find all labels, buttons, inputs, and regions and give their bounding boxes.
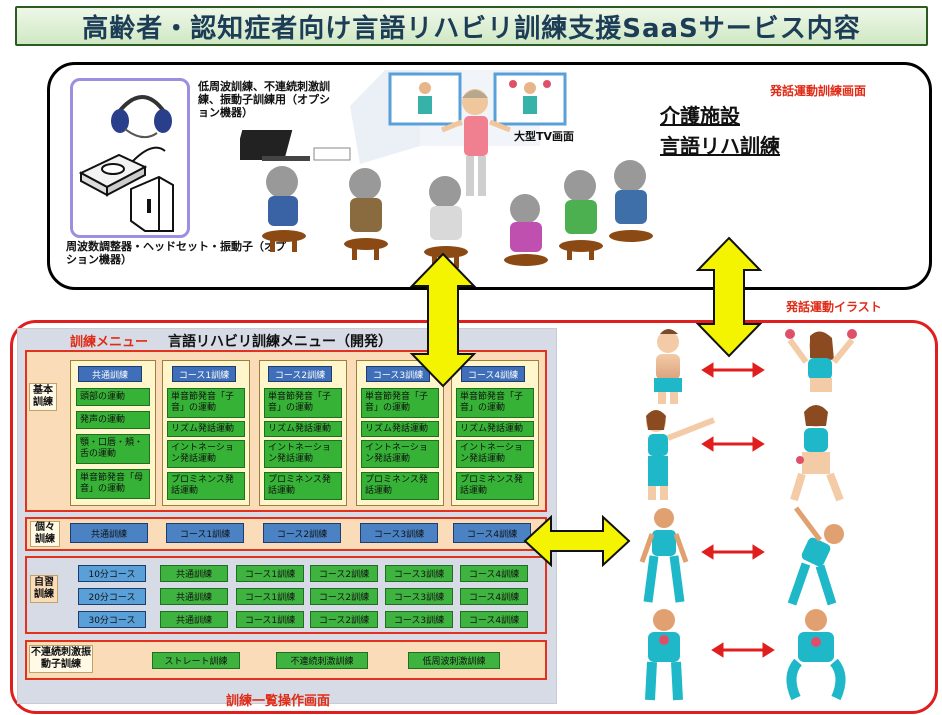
figure-row-4-right-icon — [786, 609, 846, 701]
individual-course-button[interactable]: コース1訓練 — [166, 523, 244, 543]
course-1-header[interactable]: コース1訓練 — [172, 366, 236, 382]
individual-course-button[interactable]: コース3訓練 — [360, 523, 438, 543]
self-course-button[interactable]: コース4訓練 — [460, 588, 528, 605]
self-course-button[interactable]: コース4訓練 — [460, 565, 528, 582]
menu-title: 言語リハビリ訓練メニュー（開発） — [168, 334, 392, 350]
tv-label: 大型TV画面 — [514, 130, 575, 143]
straight-training-button[interactable]: ストレート訓練 — [152, 652, 240, 669]
menu-footer-label: 訓練一覧操作画面 — [226, 694, 331, 709]
course-item-button[interactable]: 単音節発音「子音」の運動 — [361, 388, 439, 418]
common-item-button[interactable]: 発声の運動 — [76, 411, 150, 429]
individual-course-button[interactable]: コース2訓練 — [263, 523, 341, 543]
figure-row-2-left-icon — [646, 410, 716, 500]
participants-icon — [262, 160, 653, 268]
device-box — [70, 78, 190, 238]
stimulation-training-label: 不連続刺激振動子訓練 — [29, 645, 93, 673]
course-item-button[interactable]: 単音節発音「子音」の運動 — [456, 388, 534, 418]
illustration-label: 発話運動イラスト — [786, 300, 882, 314]
self-course-button[interactable]: コース3訓練 — [385, 611, 453, 628]
low-frequency-stim-button[interactable]: 低周波刺激訓練 — [408, 652, 500, 669]
course-item-button[interactable]: イントネーション発話運動 — [361, 440, 439, 468]
figure-row-4-left-icon — [645, 609, 683, 701]
page-title: 高齢者・認知症者向け言語リハビリ訓練支援SaaSサービス内容 — [15, 6, 928, 46]
self-course-button[interactable]: 共通訓練 — [160, 565, 228, 582]
course-item-button[interactable]: リズム発話運動 — [167, 421, 245, 437]
course-item-button[interactable]: 単音節発音「子音」の運動 — [167, 388, 245, 418]
figure-row-3-right-icon — [787, 506, 844, 606]
rehab-heading: 言語リハ訓練 — [660, 134, 780, 158]
speech-training-screen-label: 発話運動訓練画面 — [770, 84, 867, 98]
figure-row-1-left-icon — [654, 329, 682, 404]
vertical-double-arrow-icon — [409, 252, 477, 388]
self-course-button[interactable]: コース3訓練 — [385, 565, 453, 582]
course-item-button[interactable]: イントネーション発話運動 — [456, 440, 534, 468]
self-course-button[interactable]: コース2訓練 — [310, 565, 378, 582]
self-course-button[interactable]: コース4訓練 — [460, 611, 528, 628]
common-item-button[interactable]: 頭部の運動 — [76, 388, 150, 406]
individual-training-label: 個々訓練 — [30, 521, 60, 547]
self-course-button[interactable]: コース1訓練 — [236, 588, 304, 605]
course-2-header[interactable]: コース2訓練 — [268, 366, 332, 382]
horizontal-double-arrow-icon — [523, 515, 631, 567]
device-label: 低周波訓練、不連続刺激訓練、振動子訓練用（オプション機器） — [198, 80, 330, 119]
individual-common-button[interactable]: 共通訓練 — [70, 523, 148, 543]
rehab-classroom-illustration — [240, 70, 653, 268]
self-course-button[interactable]: コース1訓練 — [236, 611, 304, 628]
figure-row-2-right-icon — [790, 405, 844, 502]
course-item-button[interactable]: イントネーション発話運動 — [264, 440, 342, 468]
course-20min-button[interactable]: 20分コース — [78, 588, 146, 605]
facility-heading: 介護施設 — [660, 104, 740, 128]
self-course-button[interactable]: コース2訓練 — [310, 611, 378, 628]
self-course-button[interactable]: 共通訓練 — [160, 588, 228, 605]
individual-course-button[interactable]: コース4訓練 — [453, 523, 531, 543]
self-training-label: 自習訓練 — [30, 575, 58, 603]
course-item-button[interactable]: リズム発話運動 — [456, 421, 534, 437]
self-course-button[interactable]: 共通訓練 — [160, 611, 228, 628]
common-item-button[interactable]: 顎・口唇・頬・舌の運動 — [76, 434, 150, 464]
course-item-button[interactable]: プロミネンス発話運動 — [264, 472, 342, 500]
self-course-button[interactable]: コース2訓練 — [310, 588, 378, 605]
course-item-button[interactable]: リズム発話運動 — [264, 421, 342, 437]
instructor-icon — [441, 89, 511, 196]
course-3-header[interactable]: コース3訓練 — [366, 366, 430, 382]
basic-training-label: 基本訓練 — [29, 383, 57, 411]
course-item-button[interactable]: プロミネンス発話運動 — [456, 472, 534, 500]
tv-screen-left-icon — [388, 72, 462, 126]
course-10min-button[interactable]: 10分コース — [78, 565, 146, 582]
common-training-header[interactable]: 共通訓練 — [78, 366, 142, 382]
self-course-button[interactable]: コース1訓練 — [236, 565, 304, 582]
figure-row-1-right-icon — [785, 329, 857, 392]
course-item-button[interactable]: プロミネンス発話運動 — [167, 472, 245, 500]
common-item-button[interactable]: 単音節発音「母音」の運動 — [76, 469, 150, 499]
course-item-button[interactable]: 単音節発音「子音」の運動 — [264, 388, 342, 418]
self-course-button[interactable]: コース3訓練 — [385, 588, 453, 605]
course-item-button[interactable]: イントネーション発話運動 — [167, 440, 245, 468]
course-item-button[interactable]: リズム発話運動 — [361, 421, 439, 437]
discontinuous-stim-button[interactable]: 不連続刺激訓練 — [276, 652, 368, 669]
tv-screen-right-icon — [493, 72, 567, 126]
course-30min-button[interactable]: 30分コース — [78, 611, 146, 628]
device-caption: 周波数調整器・ヘッドセット・振動子（オプション機器） — [66, 240, 286, 266]
figure-row-3-left-icon — [639, 508, 689, 603]
menu-label: 訓練メニュー — [70, 335, 149, 350]
right-vertical-double-arrow-icon — [695, 236, 763, 358]
headset-device-icon — [78, 95, 174, 232]
exercise-illustrations — [639, 329, 857, 701]
course-item-button[interactable]: プロミネンス発話運動 — [361, 472, 439, 500]
course-4-header[interactable]: コース4訓練 — [461, 366, 525, 382]
red-double-arrows-icon — [701, 362, 775, 658]
